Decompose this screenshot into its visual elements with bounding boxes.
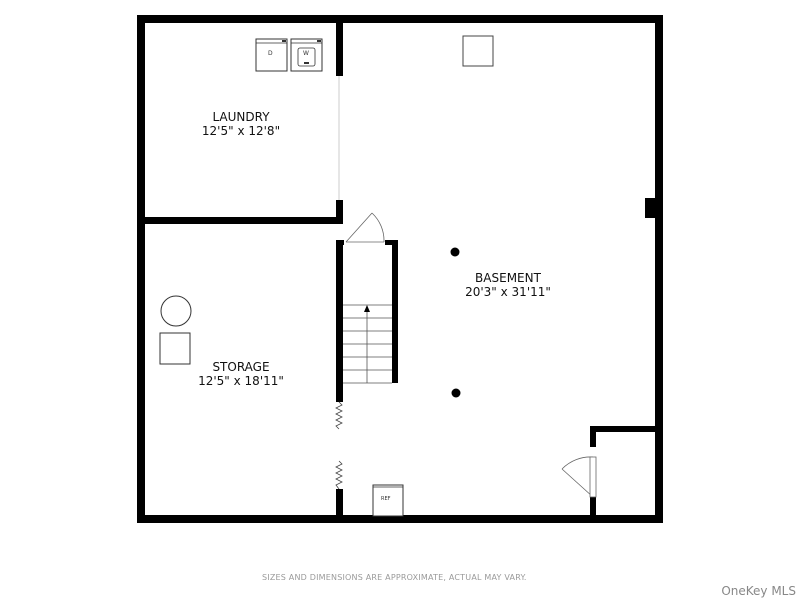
washer-icon	[290, 38, 323, 72]
furnace-icon	[159, 332, 191, 365]
closet-walls	[590, 426, 660, 521]
room-name: LAUNDRY	[212, 110, 270, 124]
disclaimer-text: SIZES AND DIMENSIONS ARE APPROXIMATE, AC…	[262, 573, 527, 582]
stair-right-wall	[392, 240, 398, 383]
stair-door-icon	[345, 212, 385, 243]
room-name: BASEMENT	[475, 271, 541, 285]
room-storage: STORAGE 12'5" x 18'11"	[198, 360, 284, 388]
dryer-label: D	[268, 50, 273, 57]
room-basement: BASEMENT 20'3" x 31'11"	[465, 271, 551, 299]
mls-watermark: OneKey MLS	[721, 584, 796, 598]
room-dimensions: 12'5" x 12'8"	[201, 124, 281, 138]
water-heater-icon	[160, 295, 192, 327]
support-post-icon	[450, 247, 460, 257]
refrigerator-label: REF	[381, 496, 391, 502]
bifold-door-icon	[335, 401, 343, 490]
outer-walls	[137, 15, 663, 523]
stairs-icon	[343, 304, 392, 384]
storage-wall-bottom	[336, 489, 343, 519]
stair-left-wall	[336, 240, 343, 402]
washer-label: W	[303, 50, 309, 57]
refrigerator-icon	[372, 484, 404, 517]
dryer-icon	[255, 38, 288, 72]
room-dimensions: 12'5" x 18'11"	[198, 374, 284, 388]
room-laundry: LAUNDRY 12'5" x 12'8"	[202, 110, 280, 138]
laundry-basement-wall-lower	[336, 200, 343, 224]
wall-column	[645, 198, 657, 218]
laundry-storage-wall	[137, 217, 342, 224]
support-post-icon	[451, 388, 461, 398]
basement-unit-icon	[462, 35, 494, 67]
laundry-basement-wall-top	[336, 15, 343, 76]
closet-door-icon	[561, 456, 597, 498]
room-dimensions: 20'3" x 31'11"	[465, 285, 551, 299]
room-name: STORAGE	[212, 360, 270, 374]
